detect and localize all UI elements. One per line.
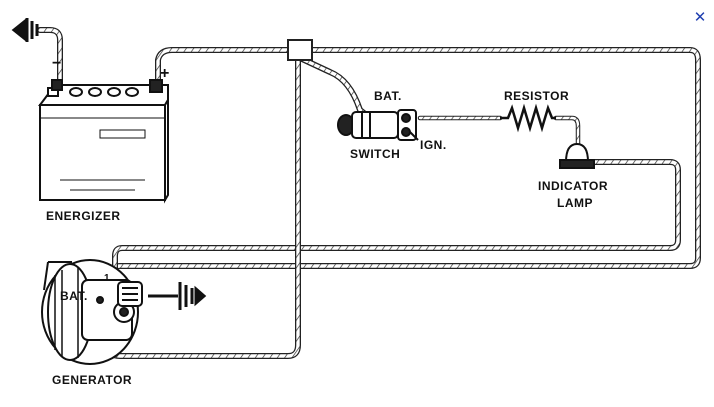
resistor-label: RESISTOR (504, 89, 570, 103)
battery-icon (38, 79, 169, 204)
indicator-lamp-label-line1: INDICATOR (538, 179, 609, 193)
battery-negative-sign: − (52, 55, 62, 72)
switch-ign-label: IGN. (420, 138, 447, 152)
close-icon[interactable]: ✕ (693, 8, 707, 26)
indicator-lamp-label-line2: LAMP (557, 196, 593, 210)
generator-terminal-label: 1 (104, 273, 111, 284)
switch-label: SWITCH (350, 147, 401, 161)
generator-label: GENERATOR (52, 373, 133, 387)
ground-symbol-icon (11, 18, 39, 42)
generator-icon (41, 259, 143, 365)
ignition-switch-icon (337, 109, 419, 141)
battery-positive-sign: + (160, 65, 170, 82)
energizer-label: ENERGIZER (46, 209, 121, 223)
resistor-icon (500, 103, 556, 133)
switch-bat-label: BAT. (374, 89, 402, 103)
junction-block (287, 39, 313, 61)
ground-symbol-icon (148, 282, 207, 310)
wire-battery-main (109, 47, 701, 293)
generator-bat-label: BAT. (60, 289, 88, 303)
indicator-lamp-icon (559, 142, 595, 169)
